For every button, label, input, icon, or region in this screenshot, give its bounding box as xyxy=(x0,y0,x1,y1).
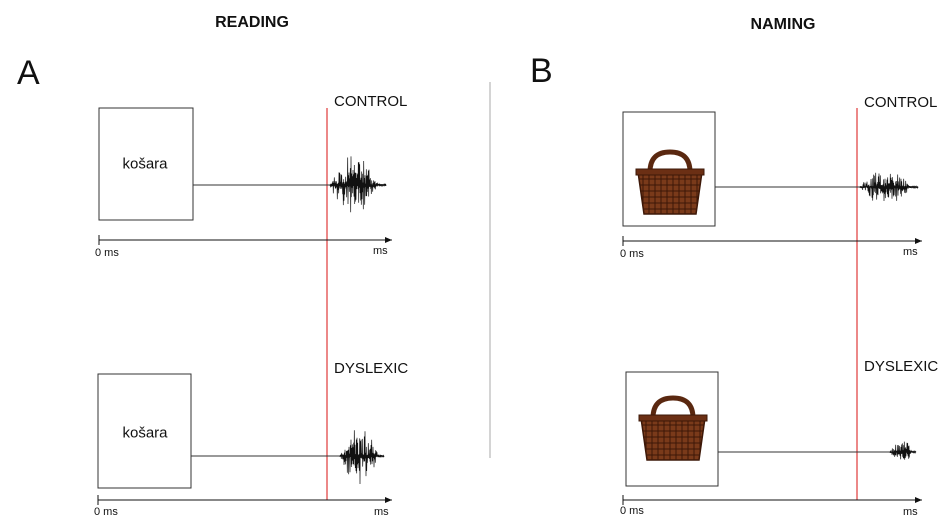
waveform-naming-control xyxy=(859,172,919,202)
stimulus-box-reading-control xyxy=(98,107,194,221)
group-label-reading-control: CONTROL xyxy=(334,93,408,110)
axis-end-label: ms xyxy=(374,506,389,518)
axis-start-label: 0 ms xyxy=(620,248,644,260)
stimulus-box-reading-dyslexic xyxy=(97,373,192,489)
axis-start-label: 0 ms xyxy=(620,505,644,517)
heading-reading: READING xyxy=(215,14,289,31)
stimulus-word-dyslexic: košara xyxy=(122,424,168,442)
axis-start-label: 0 ms xyxy=(94,506,118,518)
group-label-naming-dyslexic: DYSLEXIC xyxy=(864,358,939,375)
stimulus-word-control: košara xyxy=(122,155,168,173)
group-label-naming-control: CONTROL xyxy=(864,94,938,111)
axis-end-label: ms xyxy=(903,506,918,518)
axis-start-label: 0 ms xyxy=(95,247,119,259)
waveform-reading-control xyxy=(329,156,387,213)
panel-letter-b: B xyxy=(530,52,553,90)
waveform-reading-dyslexic xyxy=(339,430,385,485)
axis-end-label: ms xyxy=(373,245,388,257)
axis-end-label: ms xyxy=(903,246,918,258)
waveform-naming-dyslexic xyxy=(889,441,917,460)
heading-naming: NAMING xyxy=(750,16,816,33)
panel-letter-a: A xyxy=(17,54,40,92)
group-label-reading-dyslexic: DYSLEXIC xyxy=(334,360,409,377)
